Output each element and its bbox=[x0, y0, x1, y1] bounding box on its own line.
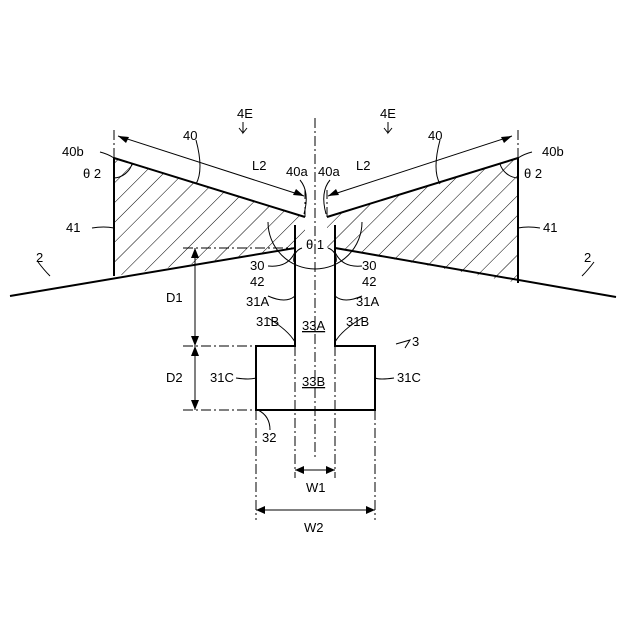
block-left bbox=[114, 158, 305, 276]
dimension-w1 bbox=[295, 466, 335, 474]
label-32: 32 bbox=[262, 430, 276, 445]
label-33a: 33A bbox=[302, 318, 325, 333]
label-40a-left: 40a bbox=[286, 164, 308, 179]
label-theta2-right: θ 2 bbox=[524, 166, 542, 181]
label-3: 3 bbox=[412, 334, 419, 349]
label-theta2-left: θ 2 bbox=[83, 166, 101, 181]
label-40-right: 40 bbox=[428, 128, 442, 143]
label-30-left: 30 bbox=[250, 258, 264, 273]
label-l2-right: L2 bbox=[356, 158, 370, 173]
label-30-right: 30 bbox=[362, 258, 376, 273]
label-42-left: 42 bbox=[250, 274, 264, 289]
label-40b-right: 40b bbox=[542, 144, 564, 159]
label-31b-left: 31B bbox=[256, 314, 279, 329]
label-41-left: 41 bbox=[66, 220, 80, 235]
label-40-left: 40 bbox=[183, 128, 197, 143]
label-w2: W2 bbox=[304, 520, 324, 535]
label-31b-right: 31B bbox=[346, 314, 369, 329]
label-4e-left: 4E bbox=[237, 106, 253, 121]
label-d2: D2 bbox=[166, 370, 183, 385]
label-w1: W1 bbox=[306, 480, 326, 495]
label-41-right: 41 bbox=[543, 220, 557, 235]
label-31c-right: 31C bbox=[397, 370, 421, 385]
label-theta1: θ 1 bbox=[306, 237, 324, 252]
label-40a-right: 40a bbox=[318, 164, 340, 179]
label-d1: D1 bbox=[166, 290, 183, 305]
label-31a-right: 31A bbox=[356, 294, 379, 309]
label-31a-left: 31A bbox=[246, 294, 269, 309]
label-33b: 33B bbox=[302, 374, 325, 389]
dimension-d2 bbox=[191, 346, 199, 410]
label-l2-left: L2 bbox=[252, 158, 266, 173]
label-4e-right: 4E bbox=[380, 106, 396, 121]
label-42-right: 42 bbox=[362, 274, 376, 289]
label-40b-left: 40b bbox=[62, 144, 84, 159]
label-2-left: 2 bbox=[36, 250, 43, 265]
label-2-right: 2 bbox=[584, 250, 591, 265]
dimension-w2 bbox=[256, 506, 375, 514]
label-31c-left: 31C bbox=[210, 370, 234, 385]
